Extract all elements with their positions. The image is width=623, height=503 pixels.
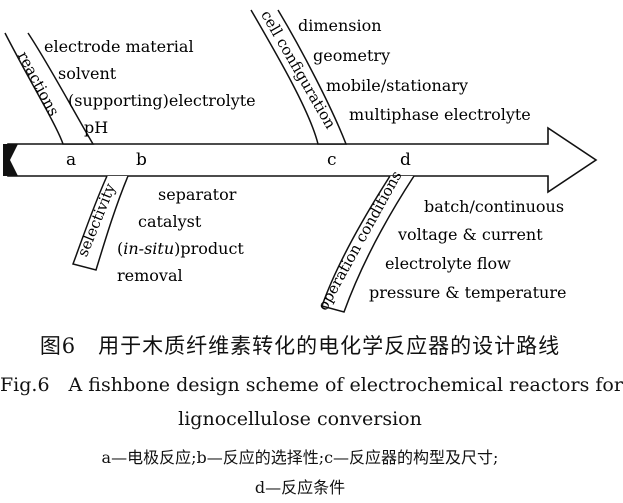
- selectivity-item: separator: [158, 185, 237, 204]
- marker-d: d: [400, 150, 411, 170]
- operation-conditions-item: voltage & current: [397, 225, 543, 244]
- figure-legend-line2: d—反应条件: [254, 478, 346, 497]
- reactions-item: pH: [84, 118, 108, 137]
- operation-conditions-item: electrolyte flow: [385, 254, 511, 273]
- reactions-item: solvent: [58, 64, 117, 83]
- cell-configuration-item: geometry: [313, 46, 390, 65]
- marker-b: b: [136, 150, 147, 170]
- reactions-item: (supporting)electrolyte: [68, 91, 256, 110]
- selectivity-item: catalyst: [138, 212, 202, 231]
- reactions-item: electrode material: [44, 37, 194, 56]
- cell-configuration-item: mobile/stationary: [326, 76, 468, 95]
- branch-reactions-band: [4, 32, 95, 145]
- insitu-text: in-situ: [123, 239, 174, 258]
- spine-tail-marker: [3, 144, 18, 176]
- figure-caption-chinese: 图6 用于木质纤维素转化的电化学反应器的设计路线: [39, 334, 561, 358]
- branch-cell-configuration-band: [250, 9, 348, 145]
- cell-configuration-item: dimension: [298, 16, 382, 35]
- marker-c: c: [327, 150, 337, 170]
- operation-conditions-item: batch/continuous: [424, 197, 564, 216]
- figure-caption-english-line2: lignocellulose conversion: [178, 408, 422, 430]
- figure-caption-english-line1: Fig.6 A fishbone design scheme of electr…: [0, 374, 623, 396]
- branch-operation-conditions-band: [321, 175, 415, 313]
- cell-configuration-item: multiphase electrolyte: [349, 105, 531, 124]
- fishbone-diagram: reactions selectivity cell configuration…: [3, 7, 598, 313]
- operation-conditions-item: pressure & temperature: [369, 283, 566, 302]
- selectivity-item: removal: [117, 266, 183, 285]
- selectivity-item-insitu-product: (in-situ)product: [117, 239, 244, 258]
- figure-legend-line1: a—电极反应;b—反应的选择性;c—反应器的构型及尺寸;: [101, 448, 499, 467]
- branch-selectivity-band: [72, 175, 129, 271]
- spine-arrow: [7, 126, 598, 194]
- product-text: product: [180, 239, 244, 258]
- marker-a: a: [66, 150, 76, 170]
